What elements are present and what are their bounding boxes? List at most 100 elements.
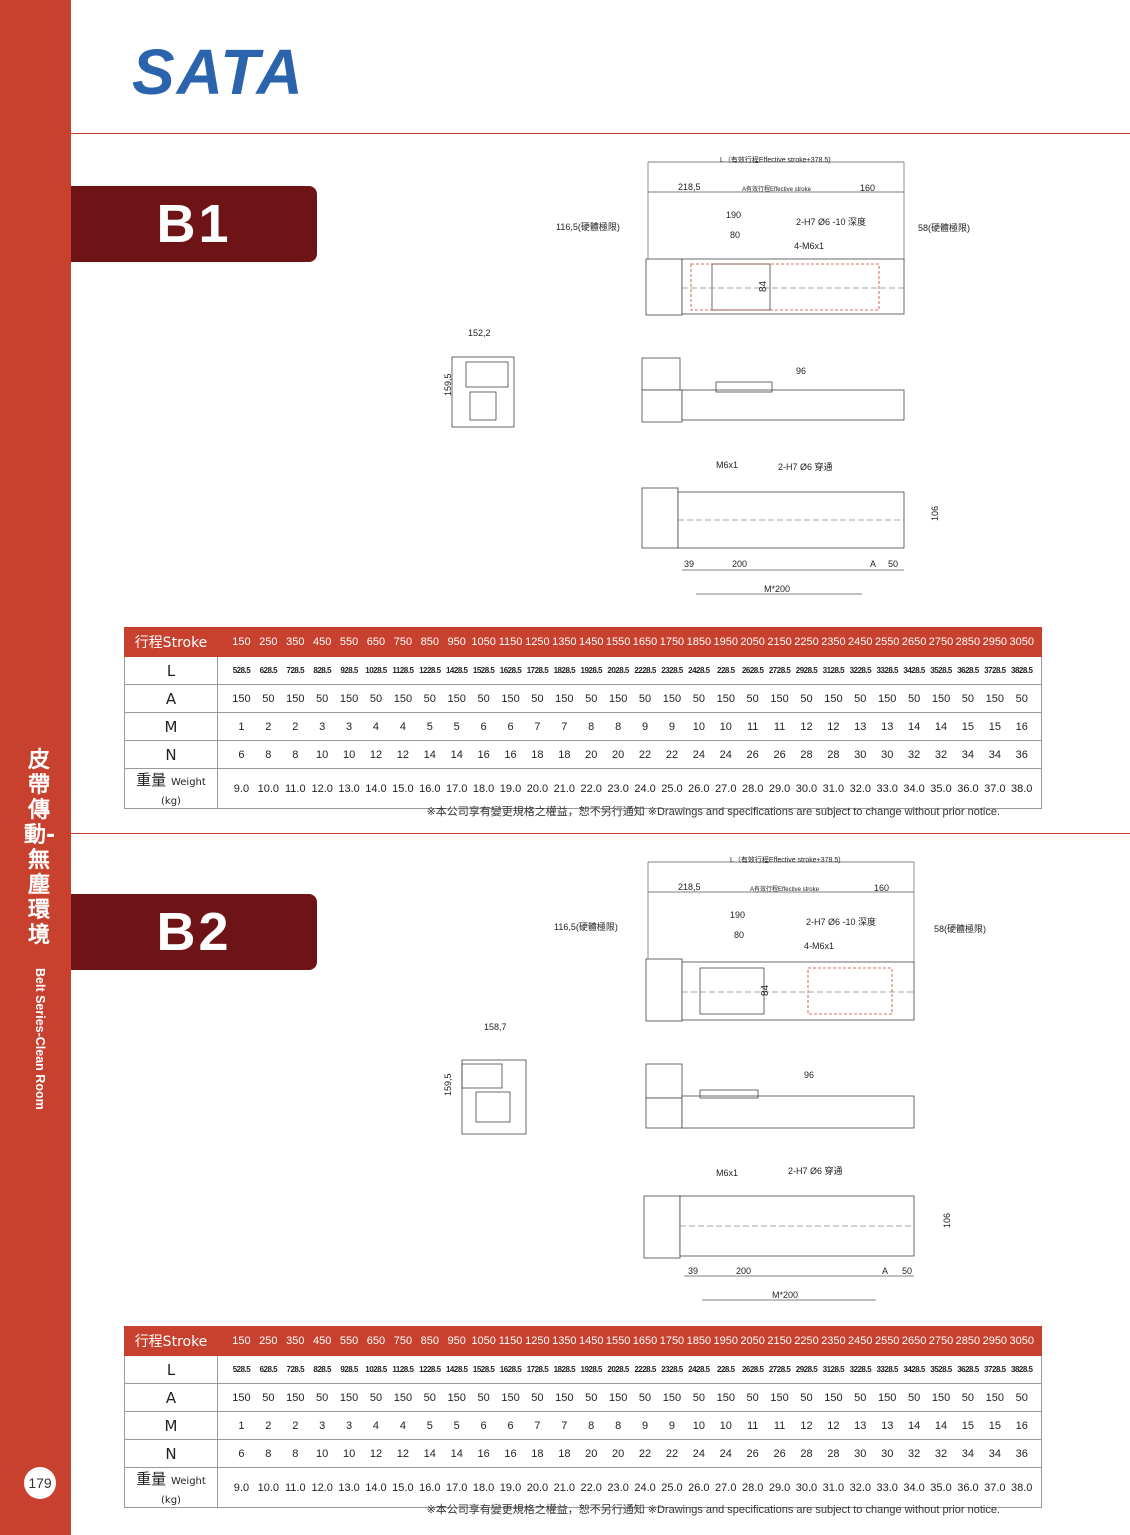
table-cell: 50 [907, 1391, 921, 1404]
table-cell: 50 [316, 1391, 329, 1404]
table-cell: 26 [773, 748, 786, 761]
table-cell: 23.0 [607, 1481, 629, 1494]
table-cell: 30 [854, 1447, 867, 1460]
table-cell: 8 [588, 720, 595, 733]
table-cell: 150 [501, 692, 520, 705]
table-cell: 2850 [955, 1335, 981, 1347]
sidebar-cn-title: 皮帶傳動-無塵環境 [24, 748, 56, 948]
table-cell: 3728.5 [984, 666, 1006, 675]
table-cell: 19.0 [499, 782, 522, 795]
table-cell: 24.0 [634, 1481, 656, 1494]
table-cell: 2450 [848, 636, 873, 648]
section-divider-middle [71, 833, 1130, 834]
table-cell: 3428.5 [903, 666, 925, 675]
table-cell: 6 [480, 720, 487, 733]
table-cell: 32 [907, 1447, 921, 1460]
table-cell: 30.0 [795, 1481, 818, 1494]
table-cell: 50 [423, 692, 436, 705]
table-cell: 32 [934, 748, 948, 761]
table-cell: 1550 [605, 636, 631, 648]
table-cell: 50 [262, 692, 275, 705]
table-cell: 22.0 [580, 1481, 602, 1494]
table-cell: 24.0 [634, 782, 656, 795]
table-cell: 31.0 [822, 1481, 845, 1494]
table-cell: 4 [372, 720, 380, 733]
table-cell: 1628.5 [499, 666, 522, 675]
table-cell: 3 [319, 1419, 326, 1432]
model-badge-b1: B1 [71, 186, 317, 262]
table-cell: 2750 [928, 636, 954, 648]
table-cell: 26.0 [688, 782, 710, 795]
table-cell: 1528.5 [472, 1365, 495, 1374]
table-cell: 37.0 [984, 782, 1006, 795]
table-cell: 250 [259, 1335, 278, 1347]
table-cell: 150 [878, 692, 897, 705]
bottom-thru-label: 2-H7 Ø6 穿通 [788, 1165, 843, 1176]
table-cell: 8 [615, 1419, 622, 1432]
table-cell: 1650 [632, 1335, 658, 1347]
table-cell: 8 [588, 1419, 595, 1432]
spec-note: ※本公司享有變更規格之權益，恕不另行通知 ※Drawings and speci… [426, 806, 1000, 818]
table-cell: 1228.5 [419, 1365, 441, 1374]
dim-106: 106 [930, 506, 940, 521]
table-cell: 14 [450, 748, 463, 761]
table-cell: 2250 [794, 1335, 819, 1347]
table-cell: 10.0 [257, 782, 280, 795]
table-cell: 24 [692, 1447, 705, 1460]
table-cell: 9 [668, 720, 676, 733]
table-cell: 1828.5 [553, 666, 576, 675]
dim-side-96: 96 [796, 366, 806, 376]
table-cell: 1928.5 [580, 666, 603, 675]
table-cell: 30 [881, 1447, 894, 1460]
table-cell: 1128.5 [392, 1365, 414, 1374]
table-cell: 3 [346, 720, 353, 733]
table-cell: 12 [369, 748, 383, 761]
table-cell: 150 [339, 692, 359, 705]
table-cell: 50 [477, 692, 490, 705]
weight-header: 重量 Weight (kg) [124, 768, 218, 809]
A-header: A [124, 1383, 218, 1412]
table-cell: 2450 [848, 1335, 873, 1347]
table-cell: 150 [662, 1391, 682, 1404]
table-cell: 16 [504, 748, 517, 761]
table-cell: 1250 [525, 1335, 550, 1347]
table-cell: 18 [531, 1447, 544, 1460]
table-cell: 1728.5 [526, 1365, 549, 1374]
table-cell: 31.0 [822, 782, 845, 795]
table-cell: 10 [719, 1419, 732, 1432]
table-cell: 528.5 [232, 1365, 251, 1374]
table-cell: 2228.5 [634, 1365, 656, 1374]
limit-left-label: 116,5(硬體極限) [554, 921, 618, 932]
table-cell: 34 [961, 1447, 975, 1460]
table-cell: 16.0 [419, 1481, 441, 1494]
table-cell: 6 [507, 1419, 514, 1432]
table-cell: 3328.5 [876, 666, 898, 675]
table-cell: 3128.5 [822, 1365, 845, 1374]
table-cell: 950 [447, 636, 466, 648]
table-cell: 16 [477, 748, 490, 761]
sidebar-en-title: Belt Series-Clean Room [33, 968, 47, 1110]
table-cell: 1550 [605, 1335, 631, 1347]
table-cell: 528.5 [232, 666, 251, 675]
dim-end-height: 159,5 [443, 373, 453, 396]
table-cell: 1 [238, 1419, 245, 1432]
table-cell: 34 [961, 748, 975, 761]
table-cell: 2428.5 [688, 1365, 710, 1374]
dim-84: 84 [760, 984, 771, 996]
dim-a-stroke: A有效行程Effective stroke [750, 885, 820, 893]
dim-218: 218,5 [678, 182, 701, 192]
table-cell: 22.0 [580, 782, 602, 795]
table-cell: 50 [585, 692, 598, 705]
table-cell: 28.0 [741, 782, 764, 795]
table-cell: 50 [638, 692, 652, 705]
table-cell: 150 [447, 1391, 466, 1404]
